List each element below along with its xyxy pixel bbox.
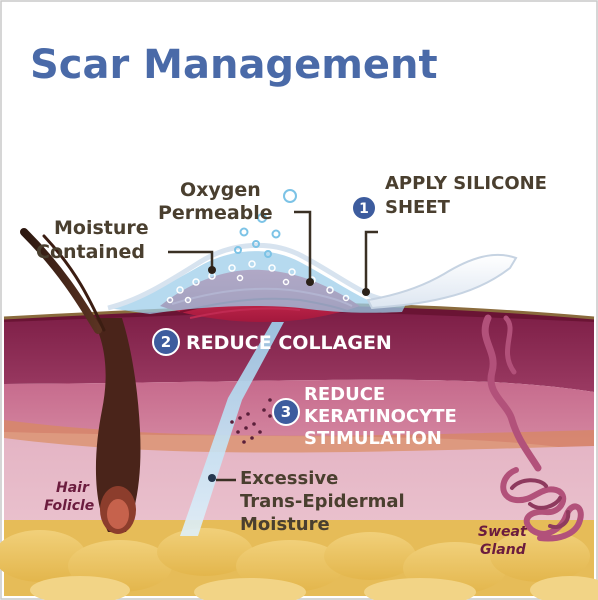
keratinocyte-label-line3: STIMULATION — [304, 428, 442, 449]
step-badge-3: 3 — [272, 398, 300, 426]
step-badge-2: 2 — [152, 328, 180, 356]
step-badge-2-number: 2 — [161, 333, 171, 351]
oxygen-label-line1: Oxygen — [180, 179, 261, 201]
keratinocyte-label-line1: REDUCE — [304, 384, 385, 405]
moisture-label-line1: Moisture — [54, 217, 149, 239]
oxygen-label-line2: Permeable — [158, 202, 273, 224]
silicone-sheet — [107, 242, 518, 314]
step-badge-1: 1 — [351, 195, 377, 221]
excessive-moisture-label-line2: Trans-Epidermal — [240, 491, 405, 512]
dermis-upper-layer — [4, 312, 594, 392]
hair-follicle-label-line1: Hair — [56, 480, 90, 496]
keratinocyte-label-line2: KERATINOCYTE — [304, 406, 457, 427]
trans-epidermal-moisture-beam — [180, 322, 284, 536]
hair-follicle-label-line2: Folicle — [44, 498, 94, 514]
sweat-gland-label-line1: Sweat — [478, 524, 528, 540]
apply-silicone-label-line2: SHEET — [385, 197, 451, 218]
sweat-gland-label-line2: Gland — [480, 542, 527, 558]
step-badge-1-number: 1 — [359, 201, 369, 217]
page-title: Scar Management — [30, 42, 438, 88]
excessive-moisture-label-line3: Moisture — [240, 514, 330, 535]
hair-follicle — [20, 228, 141, 534]
leader-dots — [208, 266, 370, 296]
dermis-orange-band — [4, 420, 594, 454]
sweat-gland — [481, 314, 584, 542]
keratinocyte-dots — [230, 398, 272, 444]
apply-silicone-label-line1: APPLY SILICONE — [385, 173, 547, 194]
moisture-label-line2: Contained — [36, 241, 145, 263]
subcutaneous-fat — [0, 520, 598, 600]
reduce-collagen-label: REDUCE COLLAGEN — [186, 332, 392, 354]
leader-lines — [168, 210, 378, 482]
excessive-moisture-dot — [208, 474, 216, 482]
step-badge-3-number: 3 — [281, 403, 291, 421]
skin-cross-section — [0, 302, 598, 600]
oxygen-bubbles — [234, 189, 297, 258]
excessive-moisture-label-line1: Excessive — [240, 468, 338, 489]
